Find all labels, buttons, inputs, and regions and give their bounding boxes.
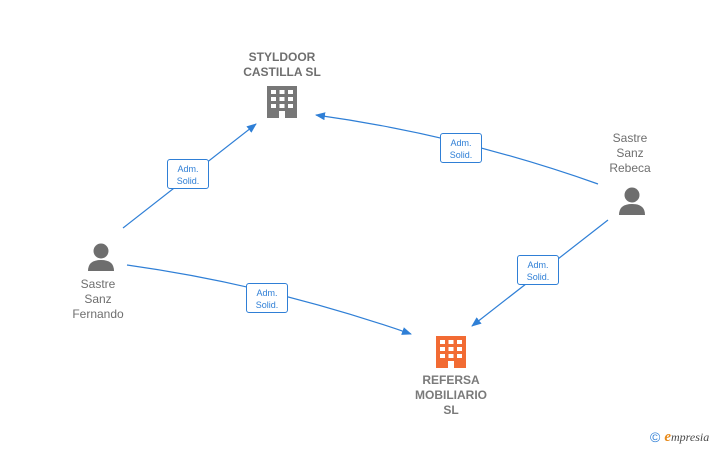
building-icon[interactable]: [436, 336, 466, 368]
brand-watermark: © empresia: [650, 428, 709, 446]
edge-label-fernando-refersa: Adm. Solid.: [246, 283, 288, 313]
node-label-fernando[interactable]: Sastre Sanz Fernando: [72, 277, 124, 321]
brand-logo: empresia: [664, 428, 710, 445]
node-label-rebeca[interactable]: Sastre Sanz Rebeca: [609, 131, 651, 175]
edge-label-fernando-styldoor: Adm. Solid.: [167, 159, 209, 189]
edge-label-rebeca-styldoor: Adm. Solid.: [440, 133, 482, 163]
node-label-styldoor[interactable]: STYLDOOR CASTILLA SL: [243, 50, 321, 79]
person-icon[interactable]: [88, 243, 114, 272]
node-label-refersa[interactable]: REFERSA MOBILIARIO SL: [415, 373, 487, 417]
person-icon[interactable]: [619, 187, 645, 216]
edge-label-rebeca-refersa: Adm. Solid.: [517, 255, 559, 285]
copyright-icon: ©: [650, 429, 661, 445]
building-icon[interactable]: [267, 86, 297, 118]
